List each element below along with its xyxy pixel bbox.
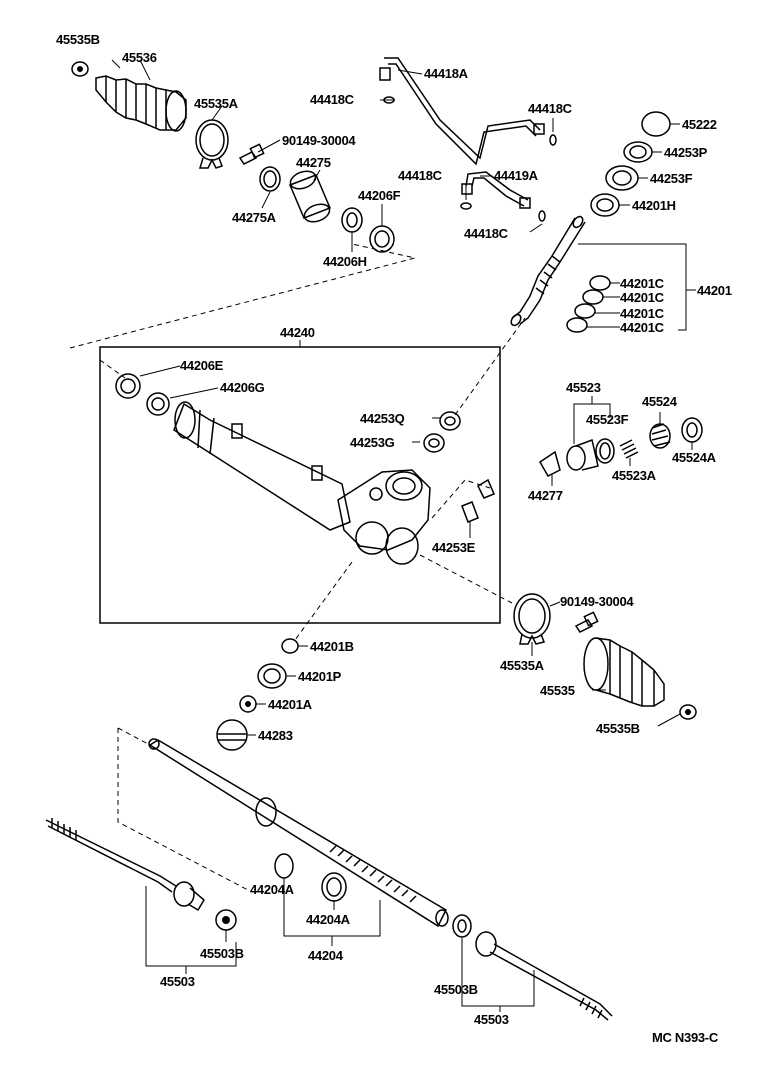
sleeve-44275: [289, 170, 331, 223]
nut-44201a: [239, 695, 257, 713]
label-45536: 45536: [122, 50, 157, 65]
part-labels: 45535B 45536 45535A 90149-30004 44275 44…: [56, 32, 732, 1045]
bellows-boot-top: [95, 75, 187, 132]
label-44201b: 44201B: [310, 639, 354, 654]
label-44201p: 44201P: [298, 669, 342, 684]
cap-44277: [539, 450, 561, 477]
boot-clamp-ring-top: [195, 119, 229, 169]
pressure-tube-44419a: [461, 171, 531, 209]
seal-44206f: [369, 225, 395, 253]
label-45535b-top: 45535B: [56, 32, 100, 47]
lock-nut-45524a: [681, 417, 703, 443]
cap-44283: [216, 719, 248, 751]
lock-nut-45503b-left: [215, 909, 237, 931]
label-44275: 44275: [296, 155, 331, 170]
tie-rod-left: [45, 818, 205, 912]
label-44253p: 44253P: [664, 145, 708, 160]
pressure-tube-44418a: [379, 57, 545, 166]
label-44283: 44283: [258, 728, 293, 743]
label-45503b-right: 45503B: [434, 982, 478, 997]
bolt-top: [238, 143, 265, 165]
label-90149-30004-bottom: 90149-30004: [560, 594, 634, 609]
o-ring-44201b: [281, 638, 299, 654]
label-45222: 45222: [682, 117, 717, 132]
label-45503-left: 45503: [160, 974, 195, 989]
label-44418c-2: 44418C: [528, 101, 573, 116]
label-44201: 44201: [697, 283, 732, 298]
adjust-screw-45524: [649, 423, 671, 449]
label-44253q: 44253Q: [360, 411, 405, 426]
tie-rod-right: [475, 931, 613, 1021]
leader-lines: [111, 59, 696, 1012]
boot-clamp-top-left: [71, 61, 89, 77]
label-45523f: 45523F: [586, 412, 629, 427]
label-44201c-4: 44201C: [620, 320, 665, 335]
union-fitting-44253e: [461, 478, 495, 523]
label-44201c-2: 44201C: [620, 290, 665, 305]
seal-rings-44201c: [566, 275, 611, 333]
control-valve-shaft: [510, 215, 586, 327]
label-45524: 45524: [642, 394, 678, 409]
label-44253e: 44253E: [432, 540, 476, 555]
label-45503b-left: 45503B: [200, 946, 244, 961]
label-45503-right: 45503: [474, 1012, 509, 1027]
label-44275a: 44275A: [232, 210, 277, 225]
lock-nut-45503b-right: [452, 914, 472, 938]
label-44201h: 44201H: [632, 198, 676, 213]
diagram-code: MC N393-C: [652, 1030, 719, 1045]
cap-45222: [641, 111, 671, 137]
label-45523a: 45523A: [612, 468, 657, 483]
label-44253f: 44253F: [650, 171, 693, 186]
label-44253g: 44253G: [350, 435, 395, 450]
bearing-44253g: [423, 433, 445, 453]
rack-housing-44240: [173, 401, 431, 565]
label-44206f: 44206F: [358, 188, 401, 203]
label-44201c-1: 44201C: [620, 276, 665, 291]
spring-45523a: [619, 439, 639, 459]
label-90149-30004-top: 90149-30004: [282, 133, 356, 148]
label-44240: 44240: [280, 325, 315, 340]
seal-44206g: [146, 392, 170, 416]
seal-44206h: [341, 207, 363, 233]
label-45524a: 45524A: [672, 450, 717, 465]
bearing-44201p: [257, 663, 287, 689]
label-44206g: 44206G: [220, 380, 265, 395]
label-44277: 44277: [528, 488, 563, 503]
label-45535a-top: 45535A: [194, 96, 239, 111]
seal-44201h: [590, 193, 620, 217]
bellows-boot-bottom: [583, 637, 665, 707]
bolt-bottom: [574, 611, 599, 633]
dashed-leaders: [69, 243, 526, 891]
label-45535a-bottom: 45535A: [500, 658, 545, 673]
label-44418c-1: 44418C: [310, 92, 355, 107]
seal-44253p: [623, 141, 653, 163]
plug-45523: [566, 438, 599, 471]
bushing-44275a: [259, 166, 281, 192]
label-44204a-1: 44204A: [250, 882, 295, 897]
bearing-44253f: [605, 165, 639, 191]
label-44419a: 44419A: [494, 168, 539, 183]
label-44201a: 44201A: [268, 697, 313, 712]
label-44418c-4: 44418C: [464, 226, 509, 241]
bearing-44253q: [439, 411, 461, 431]
steering-rack-bar: [148, 738, 449, 928]
label-44204a-2: 44204A: [306, 912, 351, 927]
label-44206e: 44206E: [180, 358, 224, 373]
label-44418a: 44418A: [424, 66, 469, 81]
boot-clamp-bottom-right: [679, 704, 697, 720]
label-45535: 45535: [540, 683, 575, 698]
label-44204: 44204: [308, 948, 344, 963]
label-44418c-3: 44418C: [398, 168, 443, 183]
seal-44206e: [115, 373, 141, 399]
label-44206h: 44206H: [323, 254, 367, 269]
label-45535b-bottom: 45535B: [596, 721, 640, 736]
label-44201c-3: 44201C: [620, 306, 665, 321]
boot-clamp-ring-bottom: [513, 593, 551, 645]
label-45523: 45523: [566, 380, 601, 395]
housing-group-frame: [99, 346, 501, 624]
o-ring-45523f: [595, 438, 615, 464]
